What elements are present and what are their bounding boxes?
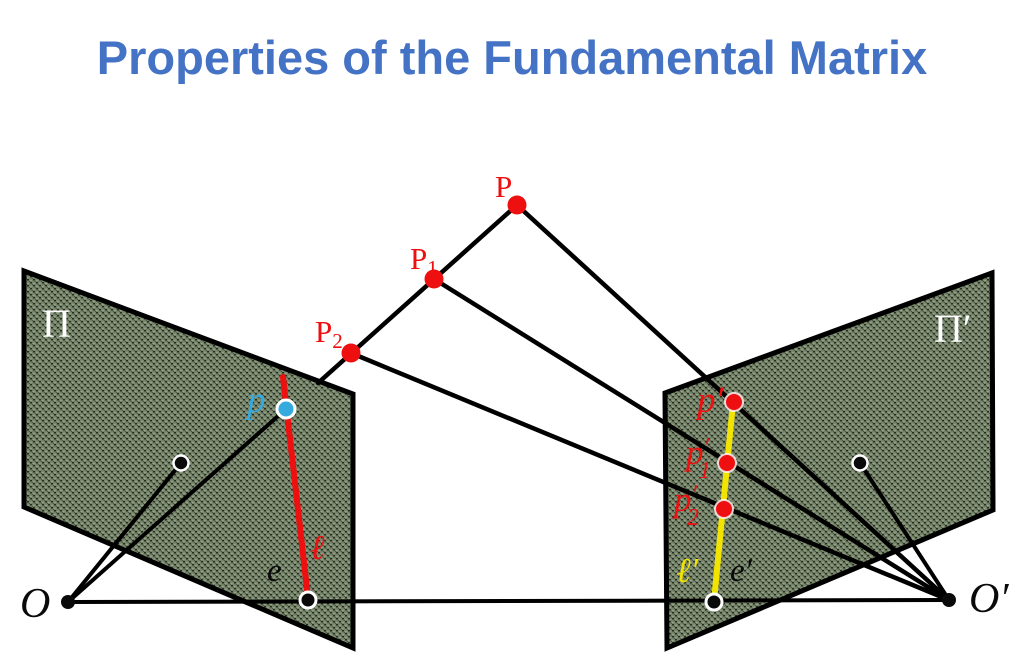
point-p-prime <box>724 392 744 412</box>
epipole-e <box>298 590 318 610</box>
label-P1: P1 <box>410 241 438 280</box>
ray-P1-to-Oprime <box>431 276 952 603</box>
aux-point-left <box>172 454 190 472</box>
label-p-prime: p′ <box>694 380 725 421</box>
point-p1-prime <box>717 453 737 473</box>
page-title: Properties of the Fundamental Matrix <box>96 31 928 84</box>
baseline-O-Oprime <box>66 598 951 604</box>
label-e-prime: e′ <box>730 553 753 589</box>
label-l-prime: ℓ′ <box>676 551 700 590</box>
point-P2 <box>341 343 361 363</box>
point-P1 <box>424 269 444 289</box>
label-O-prime: O′ <box>969 576 1009 622</box>
label-e: e <box>267 553 282 589</box>
label-pi-prime: Π′ <box>934 306 972 351</box>
label-p: p <box>244 380 266 421</box>
point-p2-prime <box>714 499 734 519</box>
label-P2: P2 <box>315 314 343 353</box>
camera-center-Oprime <box>942 593 956 607</box>
right-image-plane <box>662 269 996 652</box>
label-l: ℓ <box>310 528 325 567</box>
camera-center-O <box>61 595 75 609</box>
ray-O-to-aux-point <box>66 461 183 604</box>
label-O: O <box>20 581 50 627</box>
point-P <box>507 195 527 215</box>
ray-P2-to-Oprime <box>348 350 952 603</box>
point-p <box>275 398 297 420</box>
label-P: P <box>495 169 512 204</box>
ray-O-to-p <box>66 407 288 604</box>
aux-point-right <box>851 454 869 472</box>
epipole-e-prime <box>704 592 724 612</box>
label-pi: Π <box>42 301 71 346</box>
ray-Oprime-to-aux-point <box>858 461 951 602</box>
